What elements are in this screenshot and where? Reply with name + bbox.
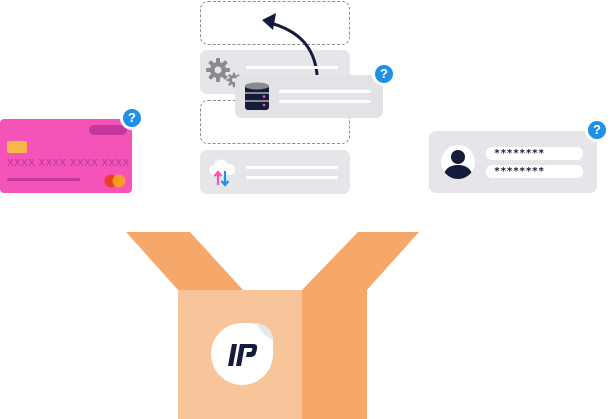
magnetic-strip bbox=[89, 125, 127, 135]
database-panel bbox=[235, 75, 383, 118]
help-label: ? bbox=[588, 121, 606, 139]
username-field[interactable]: ******** bbox=[486, 147, 583, 160]
card-holder-line bbox=[7, 178, 80, 181]
card-help-badge[interactable]: ? bbox=[120, 106, 144, 130]
card-brand-icon bbox=[104, 174, 126, 188]
card-number: XXXX XXXX XXXX XXXX bbox=[7, 158, 130, 169]
panel-line bbox=[246, 176, 338, 179]
database-icon bbox=[245, 82, 269, 110]
panel-line bbox=[246, 166, 338, 169]
cloud-sync-icon bbox=[209, 159, 235, 187]
password-field[interactable]: ******** bbox=[486, 165, 583, 178]
login-help-badge[interactable]: ? bbox=[585, 118, 609, 142]
database-help-badge[interactable]: ? bbox=[372, 62, 396, 86]
brand-logo-icon bbox=[211, 323, 273, 385]
help-label: ? bbox=[123, 109, 141, 127]
chip bbox=[7, 141, 27, 153]
panel-line bbox=[279, 100, 371, 103]
credit-card: XXXX XXXX XXXX XXXX bbox=[0, 119, 132, 193]
settings-panel-line bbox=[246, 66, 338, 69]
login-panel: ******** ******** bbox=[429, 131, 597, 193]
cloud-sync-panel bbox=[200, 150, 350, 194]
user-icon bbox=[441, 145, 475, 179]
panel-line bbox=[279, 90, 371, 93]
help-label: ? bbox=[375, 65, 393, 83]
